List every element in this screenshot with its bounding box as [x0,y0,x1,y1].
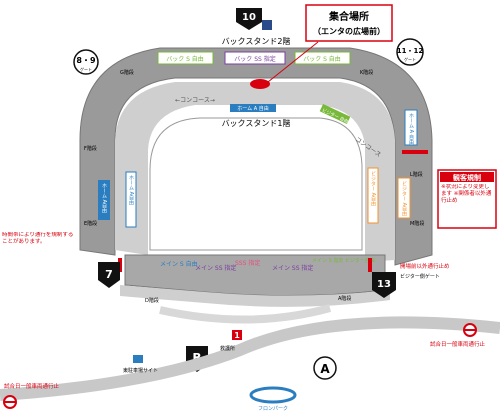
road-bottom [0,316,500,401]
svg-text:A: A [320,362,330,376]
visitor-upper-strip [397,177,411,219]
back-s-free-right-text: バック S 自由 [303,55,341,63]
d-stairs: D階段 [145,297,159,304]
closed-note-right: 試合日一般車両通行止 [430,340,486,348]
inner-concourse [115,82,395,262]
back-ss-text: バック SS 指定 [234,55,275,63]
barrier-right-upper [402,150,428,154]
barrier-right-lower [368,258,372,272]
home-a-top-text: ホーム A 自由 [237,105,268,112]
park-logo: フロンパーク [249,386,297,412]
home-a-left-text: ホーム A自由 [101,183,107,214]
main-s-free-text: メイン S 自由 [160,260,198,268]
notice-body: ※状況により変更します ※関係者以外通行止め [441,184,492,205]
concourse-top-label: ←コンコース→ [175,97,215,104]
no-entry-sign-right [463,323,477,337]
notice-header [440,172,494,182]
no-entry-sign-left [3,395,17,409]
e-stairs: E階段 [84,220,97,227]
parking-area-label: 東駐車場サイト [123,367,158,374]
bus-icon [133,355,143,363]
m-stairs: M階段 [410,220,424,227]
k-stairs: K階段 [360,69,373,76]
svg-text:フロンパーク: フロンパーク [258,406,288,412]
gate-7-marker: 7 [98,262,120,288]
home-a-mid-strip [125,171,137,228]
home-a-right-strip [404,109,418,146]
meeting-point-marker [250,79,270,89]
main-ss-right-text: メイン SS 指定 [272,264,313,272]
sss-text: SSS 指定 [235,259,260,267]
svg-text:ゲート: ゲート [404,56,416,62]
first-aid-icon [232,330,242,340]
back-s-free-right-strip [294,51,351,65]
tent-label: 救護所 [220,345,235,352]
meeting-callout-box [305,4,393,42]
notice-title: 観客規制 [453,173,481,182]
svg-text:B: B [192,351,201,365]
visitor-gate-label: ビジター側ゲート [400,273,440,280]
left-note: 時間帯により通行を規制することがあります。 [2,232,74,246]
home-a-mid-text: ホーム A自由 [128,175,134,206]
l-stairs: L階段 [410,171,423,178]
right-note: 開場前以外通行止め [400,262,450,270]
gate-10-marker: 10 [236,8,262,30]
svg-text:13: 13 [377,279,391,290]
gate-8-9-marker: 8・9 ゲート [73,49,99,75]
road-inner [159,304,332,324]
back-stand-2f-label: バックスタンド2階 [222,36,291,46]
back-s-free-left-strip [157,51,214,65]
svg-text:10: 10 [242,12,256,23]
meeting-callout-title: 集合場所 [328,10,369,23]
main-s-right-text: メイン S 指定 ビジター自由 [312,257,375,264]
back-stand-1f-label: バックスタンド1階 [222,118,291,128]
meeting-callout-subtitle: （エンタの広場前） [313,26,385,36]
closed-note-left: 試合日一般車両通行止 [4,382,60,390]
back-s-free-left-text: バック S 自由 [166,55,204,63]
f-stairs: F階段 [84,145,97,152]
home-a-top-strip [230,104,276,112]
gate-11-12-marker: 11・12 ゲート [396,38,424,66]
main-ss-text: メイン SS 指定 [195,264,236,272]
gate-10-info-icon [262,20,272,30]
visitor-upper-text: ビジター A自由 [401,180,407,217]
outer-stands [79,47,433,266]
first-aid-num: 1 [234,331,240,340]
home-a-right-text: ホーム A 自由 [408,113,414,146]
a-stairs: A階段 [338,295,351,302]
g-stairs: G階段 [120,69,134,76]
svg-text:ゲート: ゲート [80,66,92,72]
visitor-a-strip [367,167,379,224]
gate-a-marker: A [313,356,337,380]
svg-text:8・9: 8・9 [76,56,96,65]
back-ss-strip [224,51,286,65]
meeting-point-leader [267,41,319,83]
gate-13-marker: 13 [372,272,396,298]
visitor-top-strip [319,104,351,124]
visitor-a-text: ビジター A自由 [370,170,376,207]
left-note-wrap: 時間帯により通行を規制することがあります。 [2,232,74,246]
svg-text:7: 7 [105,268,113,281]
notice-body-wrap: ※状況により変更します ※関係者以外通行止め [441,184,492,205]
svg-text:11・12: 11・12 [397,47,424,55]
pitch [149,117,363,251]
home-a-left-strip [98,180,110,220]
main-concourse [120,285,390,307]
